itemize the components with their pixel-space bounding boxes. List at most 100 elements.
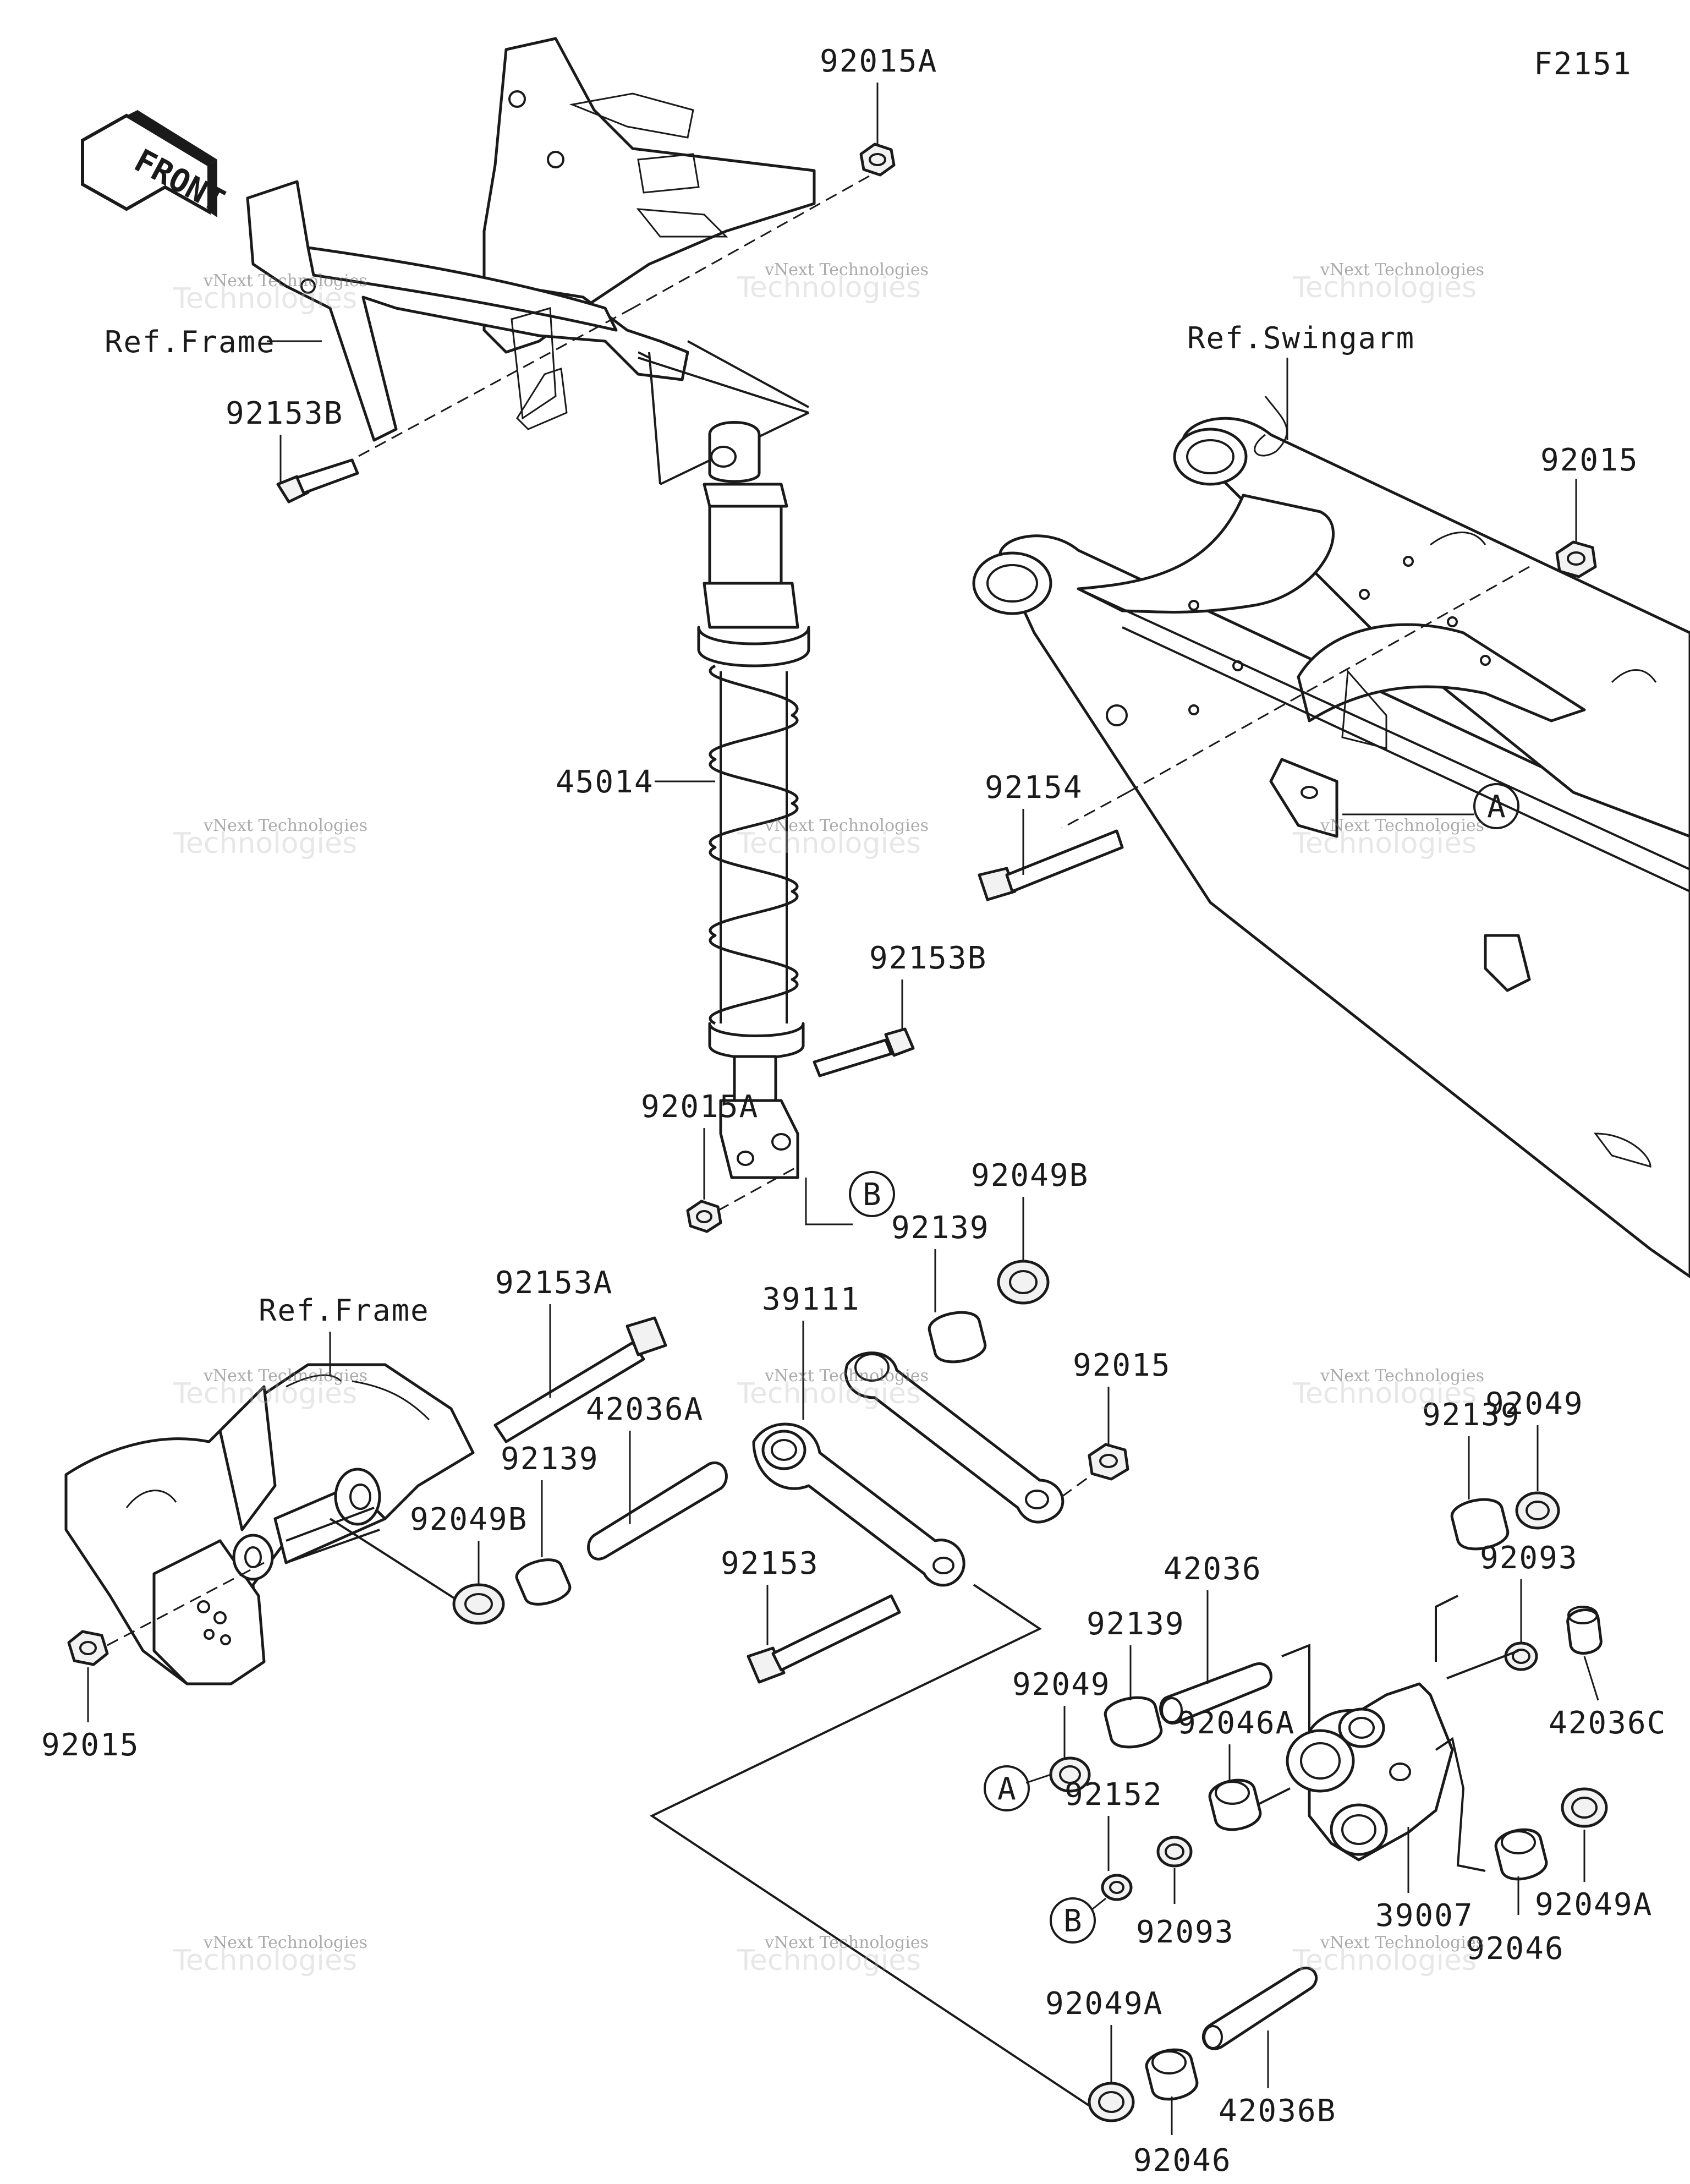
seal-92049B-left bbox=[452, 1583, 505, 1625]
watermark-10: vNext Technologies bbox=[203, 1933, 367, 1952]
watermark-8b: Technologies bbox=[737, 1377, 921, 1410]
label-92154: 92154 bbox=[985, 770, 1083, 806]
label-92153A: 92153A bbox=[495, 1265, 613, 1301]
label-92046A: 92046A bbox=[1177, 1705, 1295, 1741]
collar-92139-right bbox=[928, 1311, 987, 1364]
watermark-4: vNext Technologies bbox=[203, 816, 367, 835]
label-92046-right: 92046 bbox=[1466, 1931, 1565, 1967]
nut-92015A-top bbox=[859, 143, 896, 177]
watermark-8: vNext Technologies bbox=[764, 1366, 929, 1386]
label-92049A-bottom: 92049A bbox=[1045, 1986, 1163, 2022]
bolt-92153B-mid bbox=[813, 1027, 915, 1077]
label-92015A-top: 92015A bbox=[820, 43, 937, 79]
label-92015-frame: 92015 bbox=[41, 1727, 140, 1763]
callout-circle-B-shock bbox=[849, 1171, 895, 1217]
bolt-92153 bbox=[747, 1594, 901, 1684]
label-42036: 42036 bbox=[1164, 1551, 1262, 1587]
label-92153: 92153 bbox=[721, 1546, 819, 1581]
label-39007: 39007 bbox=[1375, 1898, 1474, 1934]
nut-92015-swingarm bbox=[1555, 540, 1597, 578]
bolt-92153B-top bbox=[276, 458, 359, 503]
rocker-arm-39007 bbox=[1286, 1682, 1454, 1862]
label-92093-bottom: 92093 bbox=[1136, 1914, 1234, 1950]
sleeve-42036A bbox=[587, 1461, 728, 1561]
nut-92015-link bbox=[1088, 1443, 1129, 1481]
collar-92139-kit bbox=[1104, 1696, 1163, 1749]
label-92049B-left: 92049B bbox=[410, 1502, 528, 1537]
washer-92152 bbox=[1101, 1874, 1133, 1901]
watermark-1: vNext Technologies bbox=[203, 271, 367, 291]
sleeve-42036 bbox=[1159, 1662, 1272, 1725]
watermark-5: vNext Technologies bbox=[764, 816, 929, 835]
label-92093-top: 92093 bbox=[1480, 1540, 1578, 1576]
watermark-2b: Technologies bbox=[737, 271, 921, 304]
label-92015-link: 92015 bbox=[1073, 1348, 1171, 1383]
bolt-92153A bbox=[493, 1316, 667, 1443]
label-92153B-top: 92153B bbox=[226, 396, 343, 431]
washer-92093-bottom bbox=[1156, 1836, 1193, 1868]
front-arrow-icon: FRONT bbox=[81, 110, 231, 220]
callout-circle-A-swingarm bbox=[1473, 783, 1519, 829]
label-92139-kit: 92139 bbox=[1087, 1606, 1185, 1642]
watermark-1b: Technologies bbox=[173, 282, 357, 315]
callout-A-kit: A bbox=[997, 1771, 1017, 1807]
swingarm-illustration bbox=[972, 396, 1690, 1278]
ref-swingarm: Ref.Swingarm bbox=[1187, 321, 1415, 355]
seal-92049B-right bbox=[997, 1260, 1050, 1305]
label-92015-swingarm: 92015 bbox=[1540, 442, 1639, 478]
collar-92139-left bbox=[515, 1558, 572, 1606]
watermark-group: vNext Technologies Technologies vNext Te… bbox=[173, 260, 1484, 1977]
watermark-11: vNext Technologies bbox=[764, 1933, 929, 1952]
label-92139-right: 92139 bbox=[891, 1210, 990, 1246]
sleeve-42036B bbox=[1201, 1966, 1318, 2050]
watermark-5b: Technologies bbox=[737, 827, 921, 860]
frame-top-illustration bbox=[246, 37, 870, 485]
sleeve-42036C bbox=[1566, 1606, 1603, 1655]
callout-B-kit: B bbox=[1063, 1903, 1083, 1939]
watermark-6b: Technologies bbox=[1292, 827, 1477, 860]
label-42036B: 42036B bbox=[1219, 2093, 1336, 2129]
watermark-12: vNext Technologies bbox=[1320, 1933, 1484, 1952]
bolt-92154 bbox=[978, 829, 1124, 901]
label-42036C: 42036C bbox=[1549, 1705, 1666, 1741]
watermark-9: vNext Technologies bbox=[1320, 1366, 1484, 1386]
label-92152: 92152 bbox=[1065, 1777, 1163, 1813]
label-92049-kit: 92049 bbox=[1012, 1667, 1111, 1703]
seal-92049-top bbox=[1515, 1491, 1560, 1530]
label-92139-left: 92139 bbox=[501, 1441, 599, 1477]
label-92015A-mid: 92015A bbox=[641, 1089, 759, 1125]
watermark-4b: Technologies bbox=[173, 827, 357, 860]
label-39111: 39111 bbox=[762, 1282, 860, 1317]
callout-B-shock: B bbox=[863, 1177, 882, 1213]
ref-frame-bottom: Ref.Frame bbox=[259, 1293, 430, 1328]
watermark-3: vNext Technologies bbox=[1320, 260, 1484, 280]
watermark-7: vNext Technologies bbox=[203, 1366, 367, 1386]
watermark-7b: Technologies bbox=[173, 1377, 357, 1410]
watermark-2: vNext Technologies bbox=[764, 260, 929, 280]
frame-bottom-illustration bbox=[64, 1363, 475, 1685]
label-45014: 45014 bbox=[556, 764, 654, 800]
watermark-12b: Technologies bbox=[1292, 1944, 1477, 1977]
nut-92015A-mid bbox=[686, 1200, 722, 1233]
collar-92139-rocker bbox=[1450, 1498, 1510, 1551]
ref-frame-top: Ref.Frame bbox=[105, 325, 276, 359]
callout-circle-A-kit bbox=[984, 1765, 1030, 1811]
rear-shock-45014 bbox=[697, 421, 810, 1179]
nut-92015-frame bbox=[67, 1630, 109, 1666]
label-42036A: 42036A bbox=[586, 1392, 704, 1427]
tie-rod-39111 bbox=[752, 1351, 1065, 1587]
label-92049A-right: 92049A bbox=[1535, 1887, 1653, 1923]
figure-id: F2151 bbox=[1534, 46, 1632, 82]
washer-92093-top bbox=[1504, 1641, 1538, 1671]
label-92049B-right: 92049B bbox=[971, 1158, 1089, 1194]
watermark-9b: Technologies bbox=[1292, 1377, 1477, 1410]
bearing-92046A bbox=[1208, 1778, 1262, 1831]
watermark-6: vNext Technologies bbox=[1320, 816, 1484, 835]
watermark-3b: Technologies bbox=[1292, 271, 1477, 304]
label-92046-bottom: 92046 bbox=[1133, 2143, 1232, 2178]
label-92049-top: 92049 bbox=[1485, 1386, 1584, 1422]
bearing-92046-bottom bbox=[1145, 2048, 1199, 2101]
callout-circle-B-kit bbox=[1050, 1897, 1096, 1944]
callout-A-swingarm: A bbox=[1487, 789, 1507, 825]
